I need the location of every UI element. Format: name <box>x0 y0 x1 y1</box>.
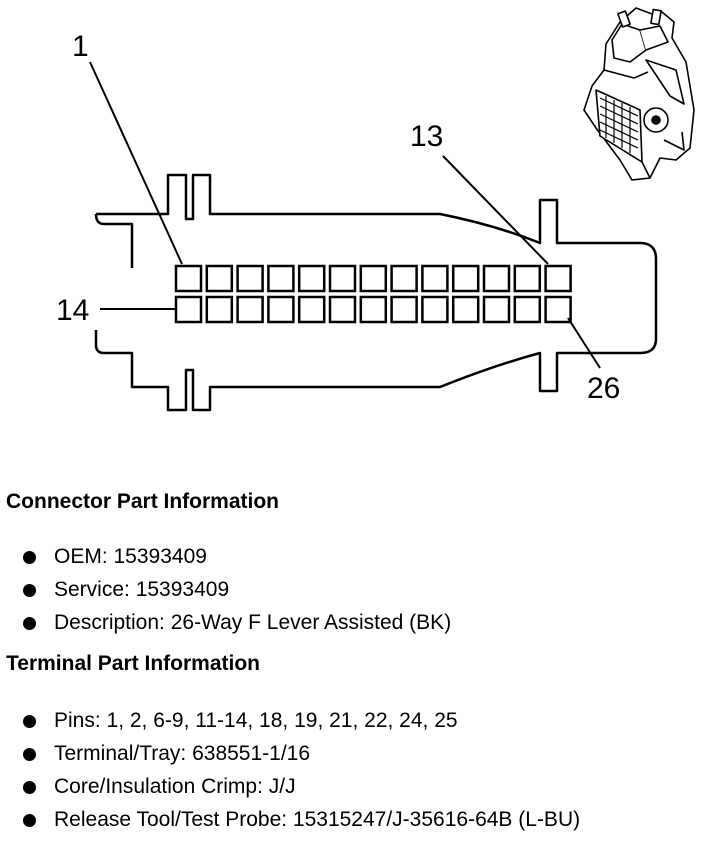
list-item: Terminal/Tray: 638551-1/16 <box>0 742 580 775</box>
connector-part-info-title: Connector Part Information <box>6 490 280 513</box>
bullet-icon <box>23 748 36 761</box>
pin-cavity-2 <box>205 264 234 293</box>
list-item-text: Service: 15393409 <box>54 578 230 601</box>
pin-cavity-17 <box>267 295 295 324</box>
leader-pin-1 <box>89 61 183 265</box>
pin-cavity-13 <box>544 264 572 293</box>
pin-cavity-15 <box>205 295 234 324</box>
pin-cavity-8 <box>390 264 418 293</box>
pin-cavity-20 <box>359 295 388 324</box>
list-item-text: Release Tool/Test Probe: 15315247/J-3561… <box>54 808 581 831</box>
bullet-icon <box>23 715 36 728</box>
pin-cavity-12 <box>513 264 542 293</box>
terminal-part-info-list: Pins: 1, 2, 6-9, 11-14, 18, 19, 21, 22, … <box>0 709 580 841</box>
bullet-icon <box>23 617 36 630</box>
pin-cavity-4 <box>267 264 295 293</box>
list-item-text: Terminal/Tray: 638551-1/16 <box>54 742 311 765</box>
pin-cavity-9 <box>421 264 449 293</box>
list-item: Core/Insulation Crimp: J/J <box>0 775 580 808</box>
pin-cavity-19 <box>328 295 357 324</box>
callout-pin-13: 13 <box>410 120 443 153</box>
pin-cavity-18 <box>297 295 326 324</box>
pin-cavity-11 <box>482 264 511 293</box>
list-item-text: Core/Insulation Crimp: J/J <box>54 775 296 798</box>
pin-cavity-21 <box>390 295 418 324</box>
pin-cavity-26 <box>544 295 572 324</box>
pin-cavity-10 <box>451 264 480 293</box>
bullet-icon <box>23 781 36 794</box>
list-item: Description: 26-Way F Lever Assisted (BK… <box>0 611 451 644</box>
pin-cavity-1 <box>174 264 203 293</box>
list-item-text: Description: 26-Way F Lever Assisted (BK… <box>54 611 452 634</box>
callout-pin-26: 26 <box>587 372 620 405</box>
list-item-text: OEM: 15393409 <box>54 545 207 568</box>
list-item: Pins: 1, 2, 6-9, 11-14, 18, 19, 21, 22, … <box>0 709 580 742</box>
pin-cavity-6 <box>328 264 357 293</box>
connector-outline <box>94 173 658 412</box>
leader-pin-13 <box>442 155 549 265</box>
callout-pin-14: 14 <box>56 294 89 327</box>
bullet-icon <box>23 584 36 597</box>
pin-cavity-3 <box>236 264 264 293</box>
pin-cavity-7 <box>359 264 388 293</box>
list-item: Release Tool/Test Probe: 15315247/J-3561… <box>0 808 580 841</box>
list-item: Service: 15393409 <box>0 578 451 611</box>
pin-cavity-24 <box>482 295 511 324</box>
bullet-icon <box>23 551 36 564</box>
callout-pin-1: 1 <box>72 30 89 63</box>
pin-cavity-23 <box>451 295 480 324</box>
pin-cavity-25 <box>513 295 542 324</box>
leader-pin-26 <box>567 317 601 369</box>
terminal-part-info-title: Terminal Part Information <box>6 652 260 675</box>
connector-face-diagram: 1 13 14 26 <box>56 7 695 412</box>
bullet-icon <box>23 814 36 827</box>
pin-cavity-5 <box>297 264 326 293</box>
callout-leaders <box>89 61 601 369</box>
list-item: OEM: 15393409 <box>0 545 451 578</box>
connector-thumbnail-image <box>583 7 695 181</box>
pin-cavity-22 <box>421 295 449 324</box>
list-item-text: Pins: 1, 2, 6-9, 11-14, 18, 19, 21, 22, … <box>54 709 458 732</box>
pin-cavity-14 <box>174 295 203 324</box>
pin-cavity-grid <box>174 264 572 324</box>
pin-cavity-16 <box>236 295 264 324</box>
